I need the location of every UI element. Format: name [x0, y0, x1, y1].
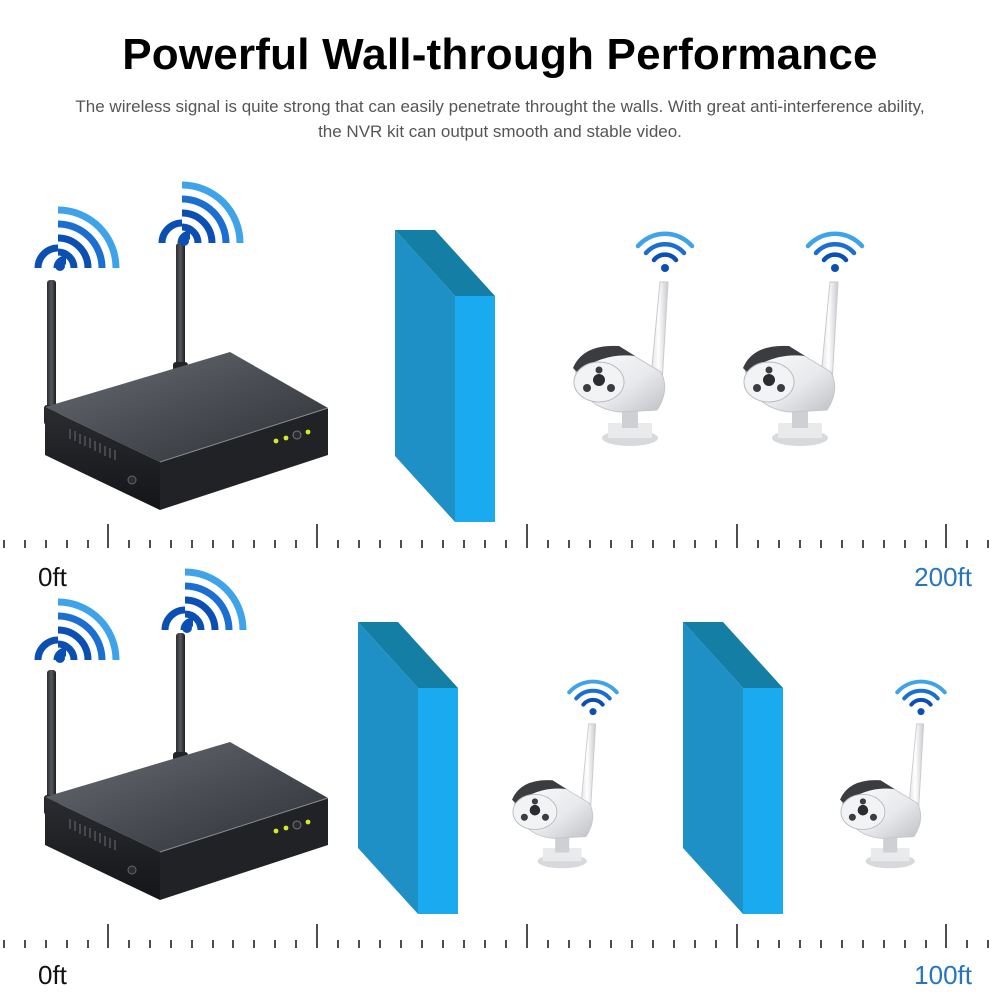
distance-scale [3, 923, 989, 949]
wifi-signal-icon [38, 602, 116, 663]
nvr-recorder [43, 632, 329, 901]
scale-end-label: 200ft [914, 562, 972, 592]
wall-block [358, 622, 458, 914]
row-2 [3, 572, 989, 949]
bullet-camera [512, 682, 617, 869]
wall-block [395, 230, 495, 522]
bullet-camera [840, 682, 945, 869]
page-subtitle: The wireless signal is quite strong that… [75, 97, 925, 141]
row-1 [3, 185, 989, 549]
scale-end-label: 100ft [914, 960, 972, 990]
scale-start-label: 0ft [38, 562, 67, 592]
bullet-camera [573, 234, 692, 446]
scale-start-label: 0ft [38, 960, 67, 990]
bullet-camera [743, 234, 862, 446]
nvr-recorder [43, 242, 329, 511]
wifi-signal-icon [38, 210, 116, 271]
wifi-signal-icon [162, 185, 240, 246]
wifi-signal-icon [165, 572, 243, 633]
page-title: Powerful Wall-through Performance [122, 30, 878, 79]
wall-block [683, 622, 783, 914]
distance-scale [3, 523, 989, 549]
